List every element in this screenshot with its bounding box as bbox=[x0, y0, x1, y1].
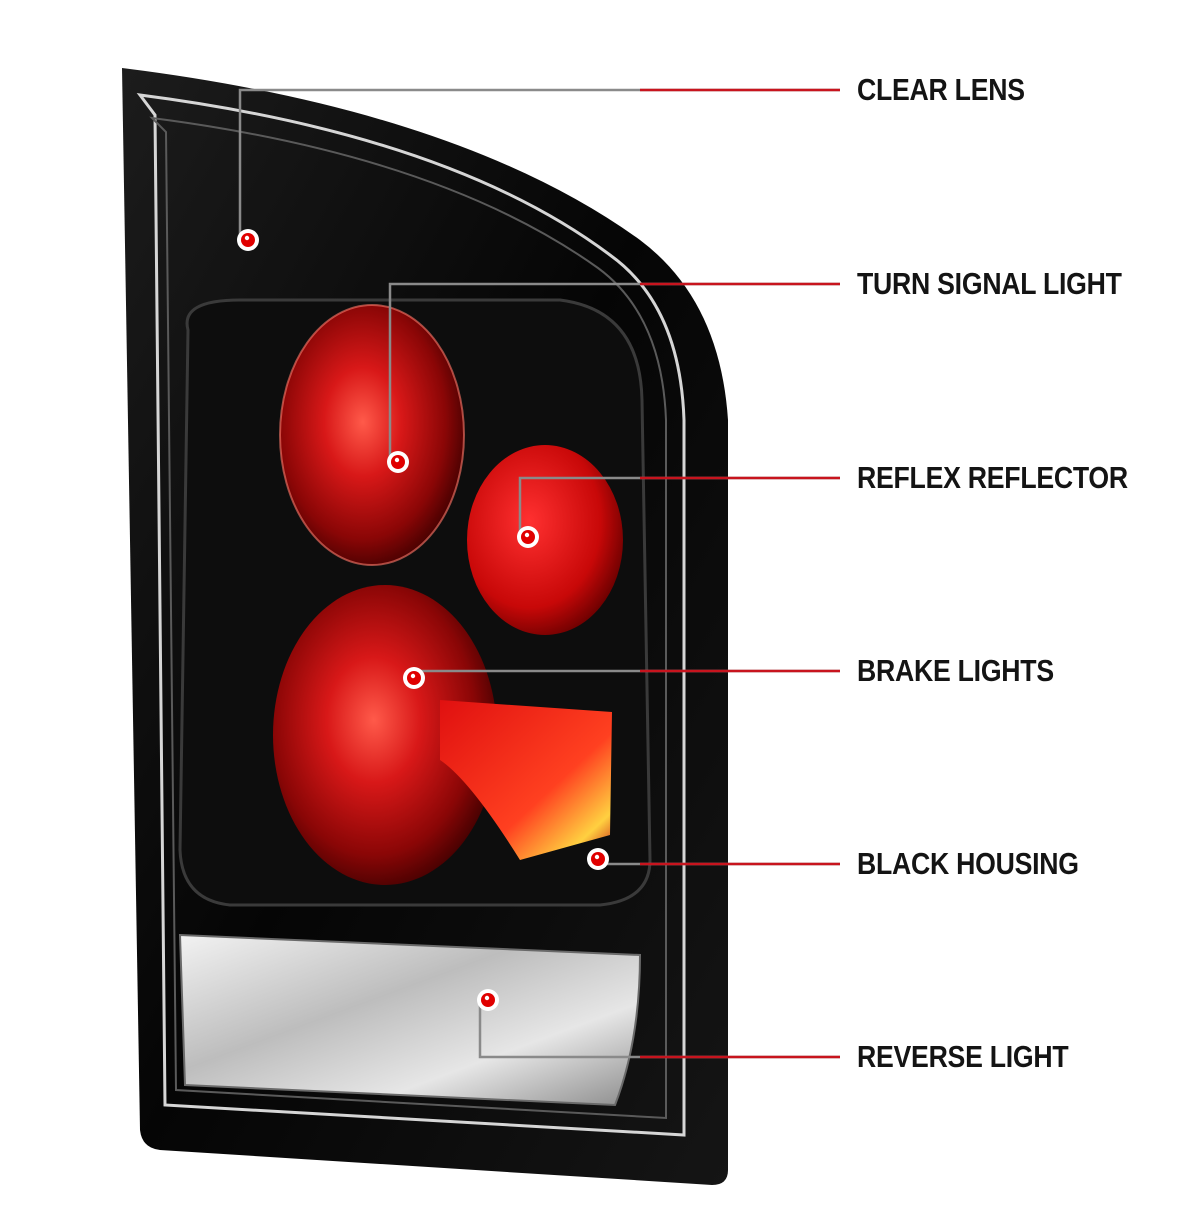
marker-clear-lens bbox=[237, 229, 259, 251]
marker-reflex-reflector bbox=[517, 526, 539, 548]
turn-signal-lens bbox=[280, 305, 464, 565]
marker-reverse-light bbox=[477, 989, 499, 1011]
label-reverse-light: REVERSE LIGHT bbox=[857, 1039, 1069, 1074]
lens-rim bbox=[136, 93, 686, 1137]
label-clear-lens: CLEAR LENS bbox=[857, 72, 1025, 107]
label-black-housing: BLACK HOUSING bbox=[857, 846, 1079, 881]
marker-brake-lights bbox=[403, 667, 425, 689]
marker-black-housing bbox=[587, 848, 609, 870]
reverse-light-lens bbox=[178, 933, 642, 1107]
label-brake-lights: BRAKE LIGHTS bbox=[857, 653, 1054, 688]
brake-light-fin bbox=[440, 700, 612, 860]
callout-markers bbox=[237, 229, 609, 1011]
turn-signal-lens-ring bbox=[279, 304, 465, 566]
label-reflex-reflector: REFLEX REFLECTOR bbox=[857, 460, 1128, 495]
marker-turn-signal-light bbox=[387, 451, 409, 473]
label-turn-signal-light: TURN SIGNAL LIGHT bbox=[857, 266, 1122, 301]
brake-light-lens bbox=[273, 585, 497, 885]
lens-rim-inner bbox=[149, 116, 667, 1120]
reflex-reflector-lens bbox=[467, 445, 623, 635]
leader-lines bbox=[238, 88, 840, 1059]
